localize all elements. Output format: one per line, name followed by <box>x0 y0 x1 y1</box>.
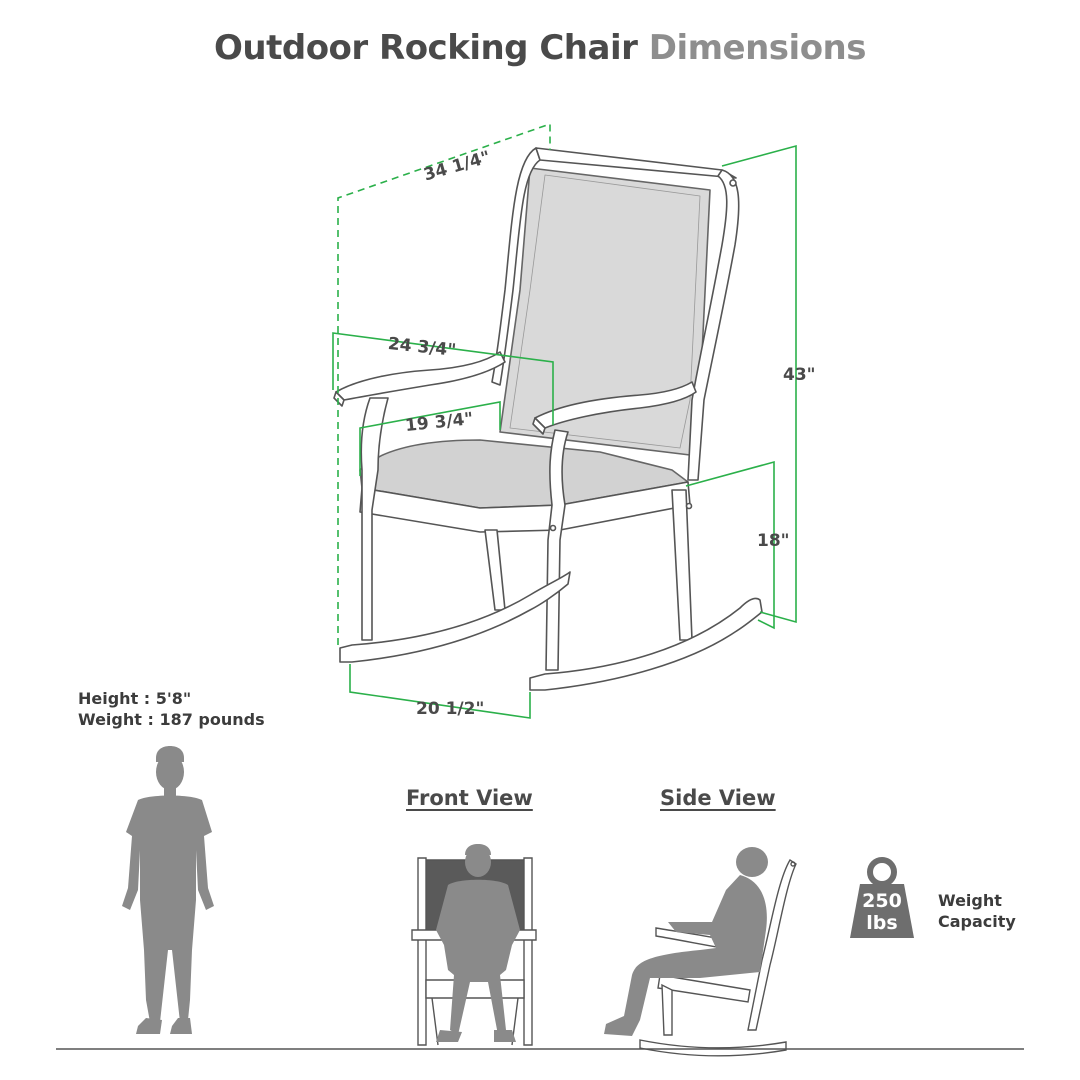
dim-line-back-depth <box>337 122 551 645</box>
chair-leg-back-right <box>671 489 693 641</box>
person-height: Height : 5'8" <box>78 689 192 708</box>
side-seated-person-silhouette <box>604 847 768 1036</box>
person-stats: Height : 5'8" Weight : 187 pounds <box>78 688 265 730</box>
dim-line-seat-height <box>685 460 775 630</box>
dimension-lines <box>332 122 797 719</box>
person-weight: Weight : 187 pounds <box>78 710 265 729</box>
side-chair-back-post <box>747 859 797 1031</box>
dim-line-total-height <box>721 144 797 624</box>
chair-rocker-left <box>339 571 571 663</box>
front-view-illustration <box>411 844 537 1046</box>
dim-line-seat-width <box>359 401 501 476</box>
dim-label-back-depth: 34 1/4" <box>421 147 492 185</box>
capacity-value: 250 <box>862 890 902 912</box>
dim-label-total-height: 43" <box>783 365 816 385</box>
side-view-illustration <box>604 847 797 1057</box>
capacity-label-line1: Weight <box>938 891 1002 910</box>
chair-back-post-right <box>687 169 740 481</box>
dim-label-seat-height: 18" <box>757 531 790 551</box>
side-view-title: Side View <box>660 786 776 810</box>
side-chair-rocker <box>639 1039 787 1057</box>
chair-leg-back-left <box>484 529 506 611</box>
chair-leg-front-right <box>545 429 569 671</box>
rocking-chair-drawing <box>333 147 763 691</box>
chair-arm-left <box>335 351 506 401</box>
dim-label-seat-width: 19 3/4" <box>404 409 474 436</box>
chair-top-rail <box>535 147 737 179</box>
front-seated-person-silhouette <box>436 844 520 1042</box>
standing-person-silhouette <box>122 746 214 1034</box>
side-chair-seat <box>657 974 751 1003</box>
capacity-label: Weight Capacity <box>938 890 1016 932</box>
front-view-title: Front View <box>406 786 533 810</box>
capacity-label-line2: Capacity <box>938 912 1016 931</box>
dim-label-base-width: 20 1/2" <box>416 699 484 719</box>
weight-icon <box>850 857 914 938</box>
page-title: Outdoor Rocking Chair Dimensions <box>0 28 1080 68</box>
dim-line-arm-width <box>332 332 554 425</box>
chair-leg-front-left <box>360 397 389 641</box>
chair-back-post-left <box>491 147 541 386</box>
dim-label-arm-width: 24 3/4" <box>387 334 457 361</box>
dim-line-base-width <box>349 664 531 719</box>
capacity-unit: lbs <box>866 912 897 934</box>
title-main: Outdoor Rocking Chair <box>214 28 638 68</box>
chair-arm-right <box>534 381 697 429</box>
title-accent: Dimensions <box>648 28 867 68</box>
chair-rocker-right <box>529 597 763 691</box>
